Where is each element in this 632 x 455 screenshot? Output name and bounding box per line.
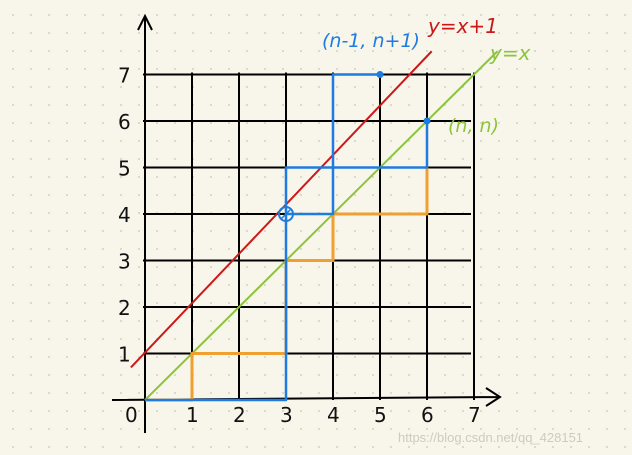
y-tick-label-3: 3	[118, 250, 131, 274]
y-tick-label-1: 1	[118, 343, 131, 367]
axes	[111, 13, 502, 433]
y-axis	[137, 13, 153, 433]
x-tick-label-3: 3	[280, 403, 293, 427]
x-tick-label-5: 5	[374, 403, 387, 427]
x-axis	[111, 387, 502, 407]
crossing-circle	[278, 206, 294, 222]
x-tick-label-0: 0	[125, 403, 138, 427]
blue-reflected-path	[286, 73, 380, 216]
point-diag-label: (n, n)	[448, 115, 499, 137]
blue-path	[145, 121, 429, 402]
point-top-label: (n-1, n+1)	[322, 30, 420, 52]
y-tick-label-2: 2	[118, 296, 131, 320]
watermark: https://blog.csdn.net/qq_428151	[398, 430, 584, 445]
x-tick-label-4: 4	[327, 403, 340, 427]
diag-line-label: y=x	[489, 41, 531, 65]
y-tick-label-6: 6	[118, 110, 131, 134]
y-tick-label-5: 5	[118, 157, 131, 181]
x-tick-label-2: 2	[233, 403, 246, 427]
x-tick-label-6: 6	[421, 403, 434, 427]
x-tick-label-7: 7	[468, 403, 481, 427]
endpoint-dot-0	[376, 71, 384, 78]
x-tick-label-1: 1	[186, 403, 199, 427]
line-y-eq-x	[144, 50, 499, 401]
crossing-slash	[280, 208, 292, 220]
upper-line-label: y=x+1	[427, 14, 498, 38]
endpoint-dot-1	[423, 117, 431, 125]
y-tick-label-7: 7	[118, 64, 131, 88]
y-tick-label-4: 4	[118, 203, 131, 227]
